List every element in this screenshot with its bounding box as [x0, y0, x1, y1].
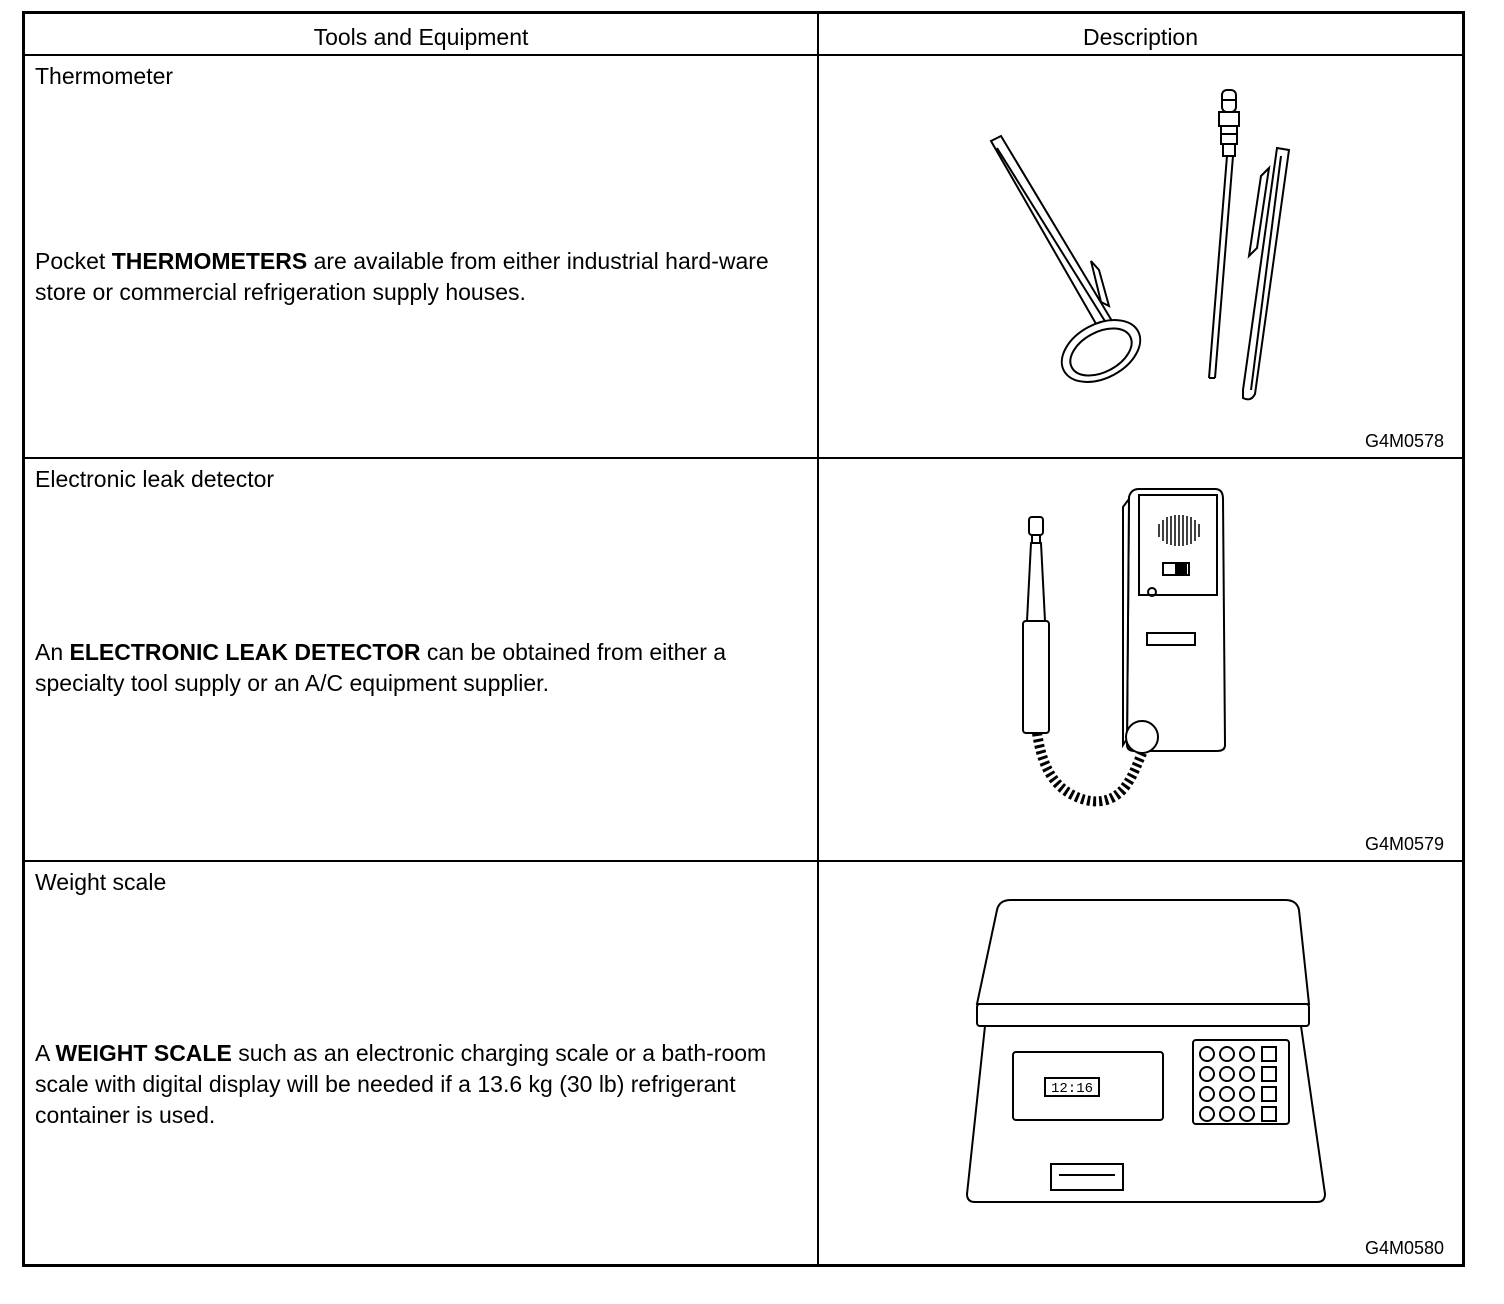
- desc-text: Pocket: [35, 248, 112, 274]
- desc-emphasis: ELECTRONIC LEAK DETECTOR: [69, 639, 421, 665]
- thermometer-figure: G4M0578: [819, 56, 1462, 457]
- table-row-thermometer: Thermometer Pocket THERMOMETERS are avai…: [25, 56, 1462, 459]
- pocket-thermometer-drawing: [1243, 148, 1289, 399]
- weight-scale-figure: 12:16: [819, 862, 1462, 1264]
- desc-text: can be obtained from either a specialty …: [35, 639, 727, 696]
- weight-scale-illustration: 12:16: [819, 862, 1462, 1264]
- desc-text: are available from either industrial har…: [35, 248, 769, 305]
- tool-description: Pocket THERMOMETERS are available from e…: [35, 246, 805, 308]
- tool-description: A WEIGHT SCALE such as an electronic cha…: [35, 1038, 805, 1131]
- header-description: Description: [1082, 24, 1199, 50]
- desc-text: An: [35, 639, 70, 665]
- keypad-keys-drawing: [1200, 1047, 1276, 1121]
- tools-table: Tools and Equipment Description Thermome…: [22, 11, 1465, 1267]
- dial-thermometer-drawing: [991, 136, 1151, 395]
- table-row-leak-detector: Electronic leak detector An ELECTRONIC L…: [25, 459, 1462, 862]
- coiled-cord-drawing: [1037, 733, 1149, 801]
- sensor-probe-drawing: [1023, 517, 1049, 733]
- desc-emphasis: THERMOMETERS: [111, 248, 308, 274]
- desc-text: such as an electronic charging scale or …: [35, 1040, 767, 1128]
- table-header-row: Tools and Equipment Description: [25, 14, 1462, 56]
- leak-detector-illustration: [819, 459, 1462, 862]
- tool-name: Weight scale: [35, 869, 167, 895]
- figure-code: G4M0580: [1364, 1238, 1444, 1258]
- leak-detector-figure: G4M0579: [819, 459, 1462, 860]
- figure-code: G4M0578: [1364, 431, 1444, 451]
- figure-code: G4M0579: [1364, 834, 1444, 854]
- tool-name: Thermometer: [35, 63, 174, 89]
- scale-platform-drawing: [977, 900, 1309, 1004]
- speaker-grille-drawing: [1159, 515, 1199, 546]
- probe-thermometer-drawing: [1209, 90, 1239, 378]
- tool-description: An ELECTRONIC LEAK DETECTOR can be obtai…: [35, 637, 805, 699]
- column-divider: [817, 14, 819, 1264]
- display-reading: 12:16: [1051, 1081, 1093, 1097]
- detector-body-drawing: [1123, 489, 1225, 753]
- desc-text: A: [35, 1040, 56, 1066]
- printer-slot-drawing: [1051, 1164, 1123, 1190]
- header-tools-and-equipment: Tools and Equipment: [313, 24, 529, 50]
- table-row-weight-scale: Weight scale A WEIGHT SCALE such as an e…: [25, 862, 1462, 1264]
- desc-emphasis: WEIGHT SCALE: [55, 1040, 232, 1066]
- thermometer-illustration: [819, 56, 1462, 459]
- tool-name: Electronic leak detector: [35, 466, 275, 492]
